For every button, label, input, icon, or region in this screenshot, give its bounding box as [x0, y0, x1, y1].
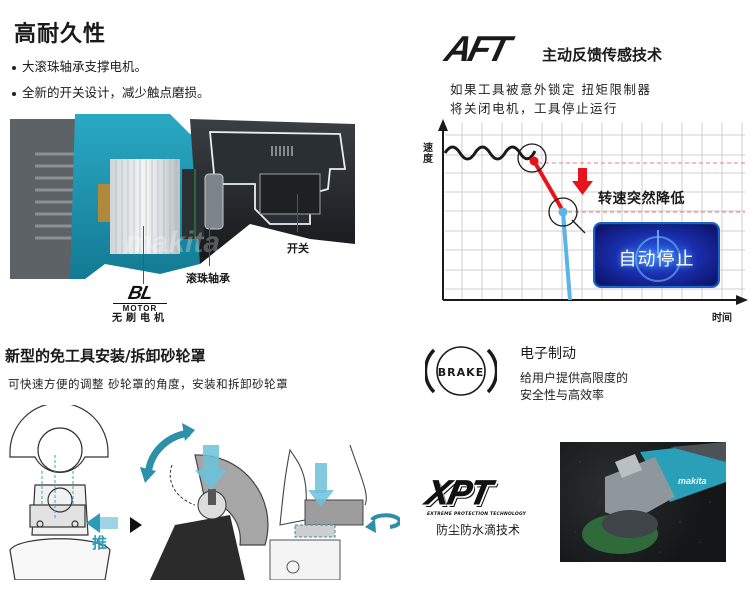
xpt-logo-text: XPT — [422, 474, 495, 513]
motor-cutaway-image: makita — [10, 114, 355, 294]
brake-logo: BRAKE — [423, 342, 499, 400]
brake-title: 电子制动 — [520, 346, 576, 362]
power-stem-icon — [657, 230, 659, 254]
guard-exploded-illustration — [9, 402, 111, 581]
bl-motor-logo: BL MOTOR 无刷电机 — [109, 283, 171, 325]
guard-installation-illustrations — [0, 402, 402, 581]
durability-bullet-2: 全新的开关设计，减少触点磨损。 — [12, 82, 210, 101]
motor-logo-text: MOTOR — [113, 303, 167, 313]
push-label: 推 — [92, 534, 108, 552]
xpt-title: 防尘防水滴技术 — [436, 523, 521, 537]
xpt-logo: XPT EXTREME PROTECTION TECHNOLOGY — [422, 474, 527, 518]
chart-canvas — [438, 119, 748, 305]
brake-icon: BRAKE — [423, 346, 499, 396]
svg-text:BRAKE: BRAKE — [438, 366, 484, 379]
svg-text:makita: makita — [678, 476, 707, 486]
bl-logo-text: BL — [126, 283, 154, 304]
auto-stop-badge: 自动停止 — [593, 222, 720, 288]
aft-title: 主动反馈传感技术 — [542, 46, 663, 64]
durability-title: 高耐久性 — [14, 22, 107, 47]
aft-logo: AFT — [441, 28, 513, 69]
brake-desc-line-1: 给用户提供高限度的 — [520, 371, 629, 385]
svg-text:makita: makita — [125, 226, 220, 259]
bullet-dot-icon — [12, 91, 16, 96]
switch-callout-line — [297, 194, 298, 232]
y-axis-label: 速度 — [423, 143, 433, 165]
guard-section-title: 新型的免工具安装/拆卸砂轮罩 — [5, 347, 206, 365]
guard-section-subtitle: 可快速方便的调整 砂轮罩的角度，安装和拆卸砂轮罩 — [8, 377, 289, 391]
durability-bullet-1: 大滚珠轴承支撑电机。 — [12, 56, 147, 75]
auto-stop-label: 自动停止 — [618, 249, 695, 270]
switch-label: 开关 — [287, 242, 309, 255]
ball-bearing-label: 滚珠轴承 — [186, 272, 230, 285]
aft-desc-line-1: 如果工具被意外锁定 扭矩限制器 — [450, 82, 652, 97]
brake-desc-line-2: 安全性与高效率 — [520, 388, 605, 402]
ball-bearing-callout-line — [209, 228, 210, 266]
guard-remove-illustration — [269, 444, 402, 581]
guard-rotate-illustration — [140, 423, 269, 580]
bl-motor-callout-line — [143, 226, 144, 284]
aft-desc-line-2: 将关闭电机，工具停止运行 — [450, 101, 619, 116]
xpt-logo-subtitle: EXTREME PROTECTION TECHNOLOGY — [427, 512, 527, 517]
x-axis-label: 时间 — [712, 313, 732, 324]
bullet-dot-icon — [12, 65, 16, 70]
brushless-motor-label: 无刷电机 — [112, 313, 168, 324]
grinder-in-rain-photo: makita — [560, 442, 726, 562]
speed-time-chart: 速度 时间 转速突然降低 自动停止 — [410, 115, 750, 330]
speed-drop-label: 转速突然降低 — [598, 191, 685, 207]
